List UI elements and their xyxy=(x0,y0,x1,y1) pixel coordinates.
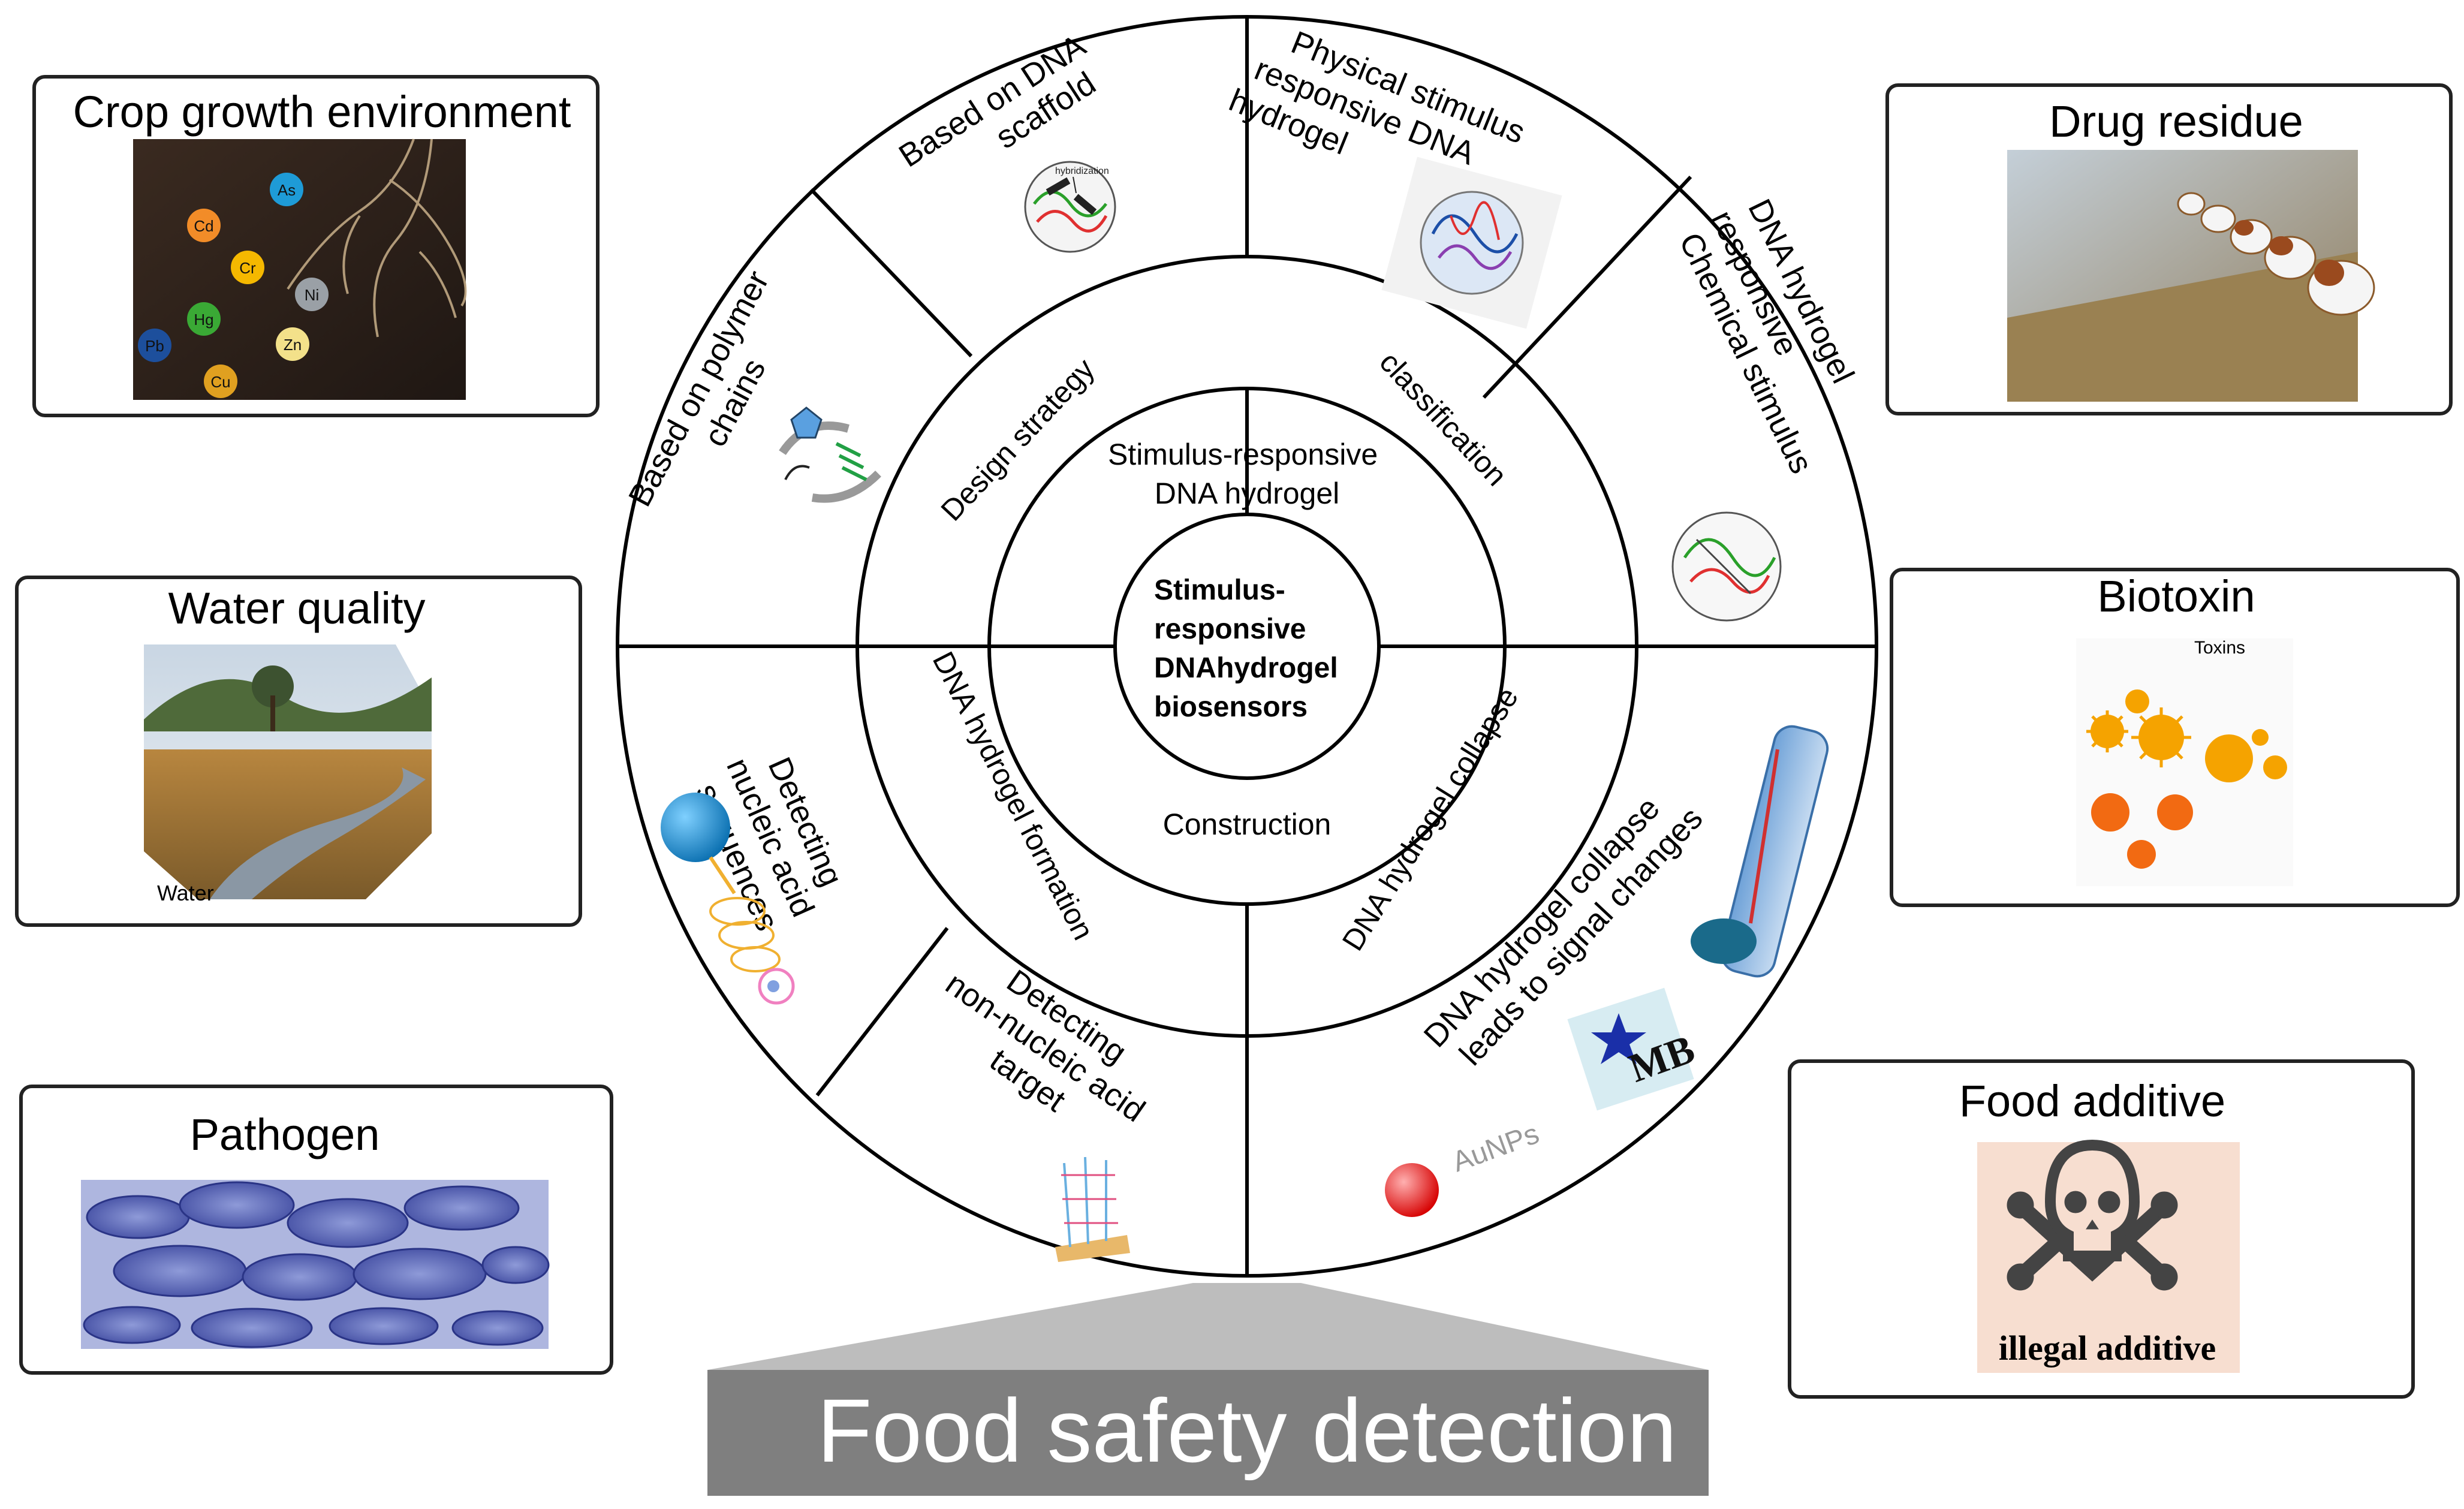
svg-text:Pb: Pb xyxy=(145,337,164,355)
banner-title: Food safety detection xyxy=(817,1380,1677,1481)
methylene-blue-icon: MB xyxy=(1567,987,1700,1111)
heavy-metal-elements: As Cd Cr Ni Hg Pb Zn Cu xyxy=(138,173,329,398)
food-additive-panel-title: Food additive xyxy=(1959,1076,2225,1126)
biotoxin-panel: Biotoxin Toxins xyxy=(1890,568,2460,907)
drug-residue-panel-title: Drug residue xyxy=(2049,97,2303,146)
non-nucleic-target-icon xyxy=(1055,1156,1130,1262)
water-caption: Water xyxy=(157,881,214,905)
svg-text:Cr: Cr xyxy=(239,259,256,277)
element-cu: Cu xyxy=(204,365,237,398)
crop-panel: Crop growth environment As Cd Cr Ni Hg P… xyxy=(32,75,600,417)
banner-box xyxy=(707,1370,1709,1496)
pathogen-panel-title: Pathogen xyxy=(190,1110,380,1159)
polymer-chains-icon xyxy=(779,406,881,503)
illegal-additive-caption: illegal additive xyxy=(1999,1329,2216,1368)
nucleic-acid-probe-icon xyxy=(661,793,795,1005)
food-safety-banner: Food safety detection xyxy=(707,1283,1709,1496)
svg-text:Cd: Cd xyxy=(194,217,213,235)
element-pb: Pb xyxy=(138,329,171,362)
river-photo xyxy=(144,644,432,899)
circle-diagram: Stimulus- responsive DNAhydrogel biosens… xyxy=(616,15,1878,1278)
svg-text:hybridization: hybridization xyxy=(1055,166,1109,176)
banner-trapezoid xyxy=(707,1283,1709,1370)
element-cr: Cr xyxy=(231,251,264,284)
thermometer-icon xyxy=(1691,725,1829,978)
svg-text:Zn: Zn xyxy=(284,336,302,354)
dna-scaffold-icon: hybridization xyxy=(1024,161,1116,253)
svg-text:As: As xyxy=(278,181,296,199)
svg-text:Hg: Hg xyxy=(194,311,213,329)
ring-dividers xyxy=(617,17,1876,1276)
water-panel-title: Water quality xyxy=(168,583,425,633)
physical-stimulus-icon xyxy=(1381,156,1562,329)
biotoxin-image-bg xyxy=(2076,638,2293,886)
element-cd: Cd xyxy=(187,209,221,242)
water-panel: Water quality Water xyxy=(15,576,582,927)
food-additive-panel: Food additive illegal additive xyxy=(1788,1059,2415,1399)
element-ni: Ni xyxy=(295,278,329,311)
toxins-caption: Toxins xyxy=(2194,638,2245,658)
middle-ring-construction-label: Construction xyxy=(1163,808,1332,841)
element-hg: Hg xyxy=(187,302,221,336)
biotoxin-panel-title: Biotoxin xyxy=(2097,571,2255,621)
toxin-molecules xyxy=(2086,689,2287,869)
bacteria-photo xyxy=(81,1180,550,1349)
svg-text:Ni: Ni xyxy=(305,286,320,304)
chemical-stimulus-icon xyxy=(1671,511,1782,622)
element-zn: Zn xyxy=(276,327,309,361)
pathogen-panel: Pathogen xyxy=(19,1085,613,1375)
center-circle xyxy=(1113,513,1381,780)
middle-ring-top-label: Stimulus-responsive DNA hydrogel xyxy=(1108,438,1386,510)
crop-panel-title: Crop growth environment xyxy=(73,87,571,137)
livestock-photo xyxy=(2007,150,2375,402)
element-as: As xyxy=(270,173,303,206)
center-title: Stimulus- responsive DNAhydrogel biosens… xyxy=(1154,574,1346,723)
skull-crossbones-icon xyxy=(2007,1139,2178,1291)
svg-text:Cu: Cu xyxy=(210,373,230,391)
drug-residue-panel: Drug residue xyxy=(1885,83,2453,415)
soil-photo xyxy=(133,138,467,400)
